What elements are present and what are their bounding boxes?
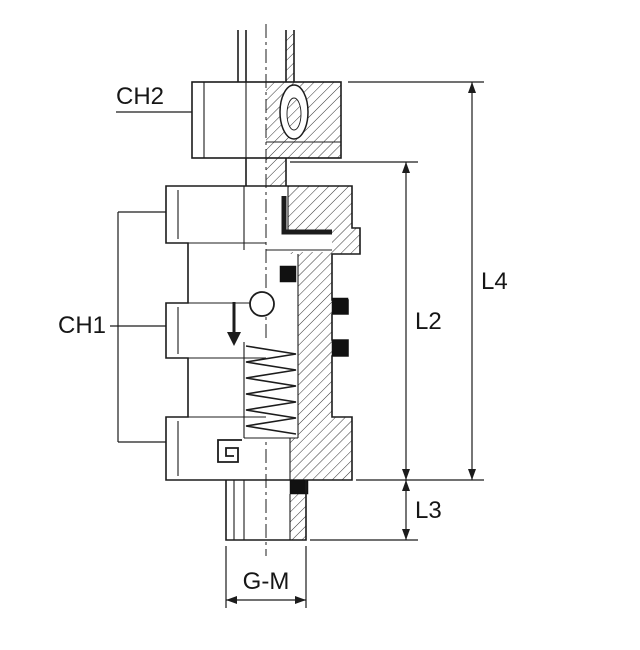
label-l3: L3 — [415, 497, 442, 524]
check-ball — [249, 291, 275, 317]
seal — [289, 479, 309, 495]
spring — [245, 345, 297, 435]
inlet-tube — [237, 30, 295, 82]
label-ch1: CH1 — [58, 312, 106, 339]
label-ch2: CH2 — [116, 83, 164, 110]
seals — [279, 265, 349, 495]
spiral-icon — [217, 439, 242, 463]
seal — [331, 297, 349, 315]
callout-ch2: CH2 — [116, 83, 192, 113]
seal — [279, 265, 297, 283]
cap-nut — [191, 81, 342, 159]
dim-l4: L4 — [348, 81, 508, 481]
neck — [245, 158, 287, 186]
dim-gm: G-M — [225, 546, 307, 608]
body-section-profile — [243, 185, 361, 481]
seal — [331, 339, 349, 357]
internal-elbow-passage — [281, 196, 332, 235]
label-gm: G-M — [243, 568, 290, 595]
threaded-stud — [225, 480, 307, 541]
callout-ch1: CH1 — [58, 211, 166, 443]
label-l4: L4 — [481, 268, 508, 295]
flow-arrow-icon — [227, 302, 241, 346]
body-exterior-profile — [165, 185, 266, 481]
label-l2: L2 — [415, 308, 442, 335]
dim-l3: L3 — [310, 480, 442, 541]
dim-l2: L2 — [290, 161, 442, 480]
